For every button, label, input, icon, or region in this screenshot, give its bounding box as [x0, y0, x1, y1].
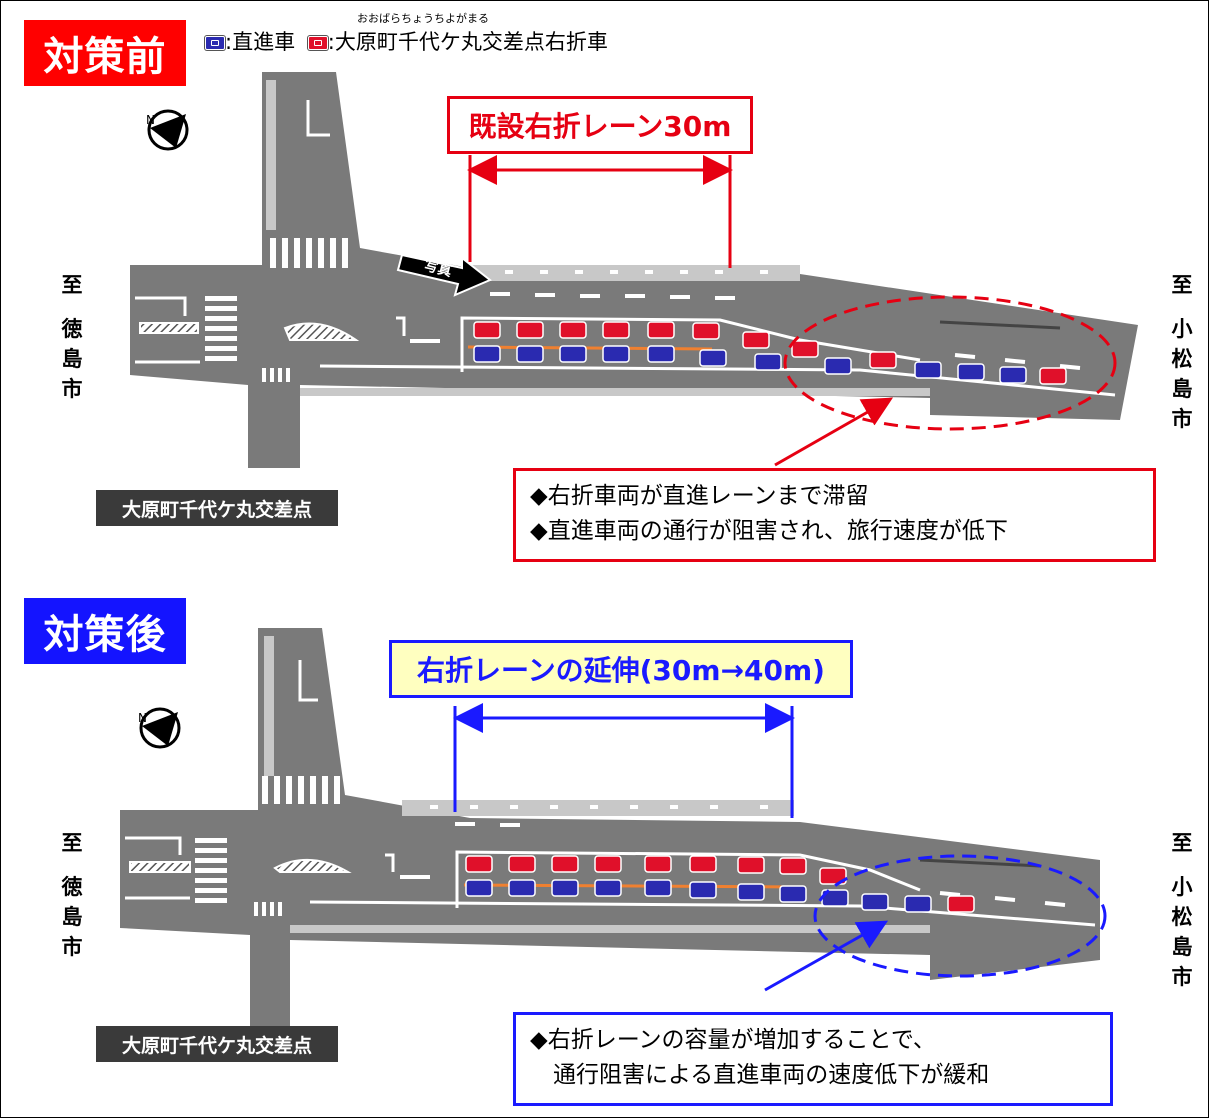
dest-char: 島 [1171, 935, 1193, 959]
after-annotations [453, 703, 1107, 992]
before-note-line-1: ◆右折車両が直進レーンまで滞留 [530, 483, 869, 509]
legend-ruby: おおばらちょうちよがまる [357, 12, 489, 25]
north-compass-icon: N [138, 707, 181, 749]
before-intersection-label: 大原町千代ケ丸交差点 [96, 490, 338, 526]
dest-char: 松 [1171, 905, 1193, 929]
legend-straight: :直進車 [225, 30, 296, 54]
dest-char: 市 [1171, 965, 1193, 989]
before-tag: 対策前 [24, 20, 186, 86]
dest-left-before: 至 徳 島 市 [60, 270, 84, 404]
road-before [130, 72, 1138, 468]
svg-text:N: N [138, 711, 147, 725]
dest-char: 市 [1171, 407, 1193, 431]
straight-car-icon [205, 36, 225, 50]
dest-char: 至 [1171, 273, 1193, 297]
dest-right-after: 至 小 松 島 市 [1170, 828, 1194, 992]
svg-text:N: N [146, 113, 155, 127]
dest-char: 島 [61, 905, 83, 929]
north-compass-icon: N [146, 109, 189, 151]
dest-right-before: 至 小 松 島 市 [1170, 270, 1194, 434]
dest-char: 小 [1171, 875, 1193, 899]
dest-char: 島 [61, 347, 83, 371]
after-note-line-2: 通行阻害による直進車両の速度低下が緩和 [530, 1062, 990, 1088]
after-note: ◆右折レーンの容量が増加することで、 通行阻害による直進車両の速度低下が緩和 [513, 1012, 1113, 1106]
legend-right-turn: :大原町千代ケ丸交差点右折車 [327, 30, 608, 54]
dest-char: 島 [1171, 377, 1193, 401]
dest-char: 市 [61, 377, 83, 401]
dest-char: 至 [61, 831, 83, 855]
dest-char: 松 [1171, 347, 1193, 371]
dest-char: 徳 [61, 317, 83, 341]
legend: おおばらちょうちよがまる :直進車 :大原町千代ケ丸交差点右折車 [205, 12, 608, 56]
dest-left-after: 至 徳 島 市 [60, 828, 84, 962]
before-note: ◆右折車両が直進レーンまで滞留 ◆直進車両の通行が阻害され、旅行速度が低下 [513, 468, 1156, 562]
after-tag: 対策後 [24, 598, 186, 664]
dest-char: 至 [61, 273, 83, 297]
dest-char: 徳 [61, 875, 83, 899]
after-note-line-1: ◆右折レーンの容量が増加することで、 [530, 1027, 936, 1053]
before-annotations [396, 155, 1117, 467]
before-note-line-2: ◆直進車両の通行が阻害され、旅行速度が低下 [530, 518, 1008, 544]
after-intersection-label: 大原町千代ケ丸交差点 [96, 1026, 338, 1062]
right-turn-car-icon [307, 36, 328, 50]
before-lane-label: 既設右折レーン30m [447, 96, 753, 154]
dest-char: 市 [61, 935, 83, 959]
dest-char: 至 [1171, 831, 1193, 855]
after-lane-label: 右折レーンの延伸(30m→40m) [389, 640, 853, 698]
dest-char: 小 [1171, 317, 1193, 341]
